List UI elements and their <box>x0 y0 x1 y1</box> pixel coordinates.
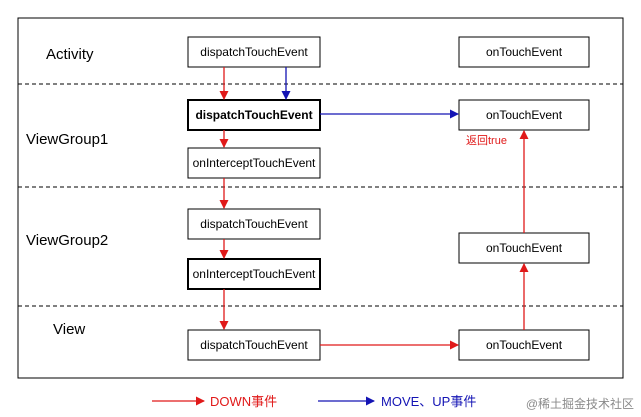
view-dispatch-box: dispatchTouchEvent <box>187 329 321 361</box>
vg2-intercept-box: onInterceptTouchEvent <box>187 258 321 290</box>
vg1-intercept-box: onInterceptTouchEvent <box>187 147 321 179</box>
watermark: @稀土掘金技术社区 <box>526 396 634 411</box>
legend-move-up: MOVE、UP事件 <box>318 394 476 409</box>
layer-label-activity: Activity <box>46 46 94 63</box>
return-true-note: 返回true <box>466 134 507 147</box>
legend-down: DOWN事件 <box>152 394 277 409</box>
vg2-dispatch-label: dispatchTouchEvent <box>200 217 308 231</box>
vg1-intercept-label: onInterceptTouchEvent <box>193 156 316 170</box>
legend-down-label: DOWN事件 <box>210 394 277 409</box>
vg1-ontouch-label: onTouchEvent <box>486 108 563 122</box>
view-ontouch-box: onTouchEvent <box>458 329 590 361</box>
view-ontouch-label: onTouchEvent <box>486 338 563 352</box>
vg1-ontouch-box: onTouchEvent <box>458 99 590 131</box>
legend-move-up-label: MOVE、UP事件 <box>381 394 476 409</box>
vg2-intercept-label: onInterceptTouchEvent <box>193 267 316 281</box>
layer-label-view: View <box>53 321 85 338</box>
activity-dispatch-label: dispatchTouchEvent <box>200 45 308 59</box>
activity-ontouch-box: onTouchEvent <box>458 36 590 68</box>
vg1-dispatch-box: dispatchTouchEvent <box>187 99 321 131</box>
vg2-dispatch-box: dispatchTouchEvent <box>187 208 321 240</box>
view-dispatch-label: dispatchTouchEvent <box>200 338 308 352</box>
vg1-dispatch-label: dispatchTouchEvent <box>195 108 312 122</box>
layer-label-viewgroup2: ViewGroup2 <box>26 232 108 249</box>
vg2-ontouch-label: onTouchEvent <box>486 241 563 255</box>
layer-label-viewgroup1: ViewGroup1 <box>26 131 108 148</box>
vg2-ontouch-box: onTouchEvent <box>458 232 590 264</box>
diagram-frame <box>17 17 624 379</box>
activity-ontouch-label: onTouchEvent <box>486 45 563 59</box>
activity-dispatch-box: dispatchTouchEvent <box>187 36 321 68</box>
